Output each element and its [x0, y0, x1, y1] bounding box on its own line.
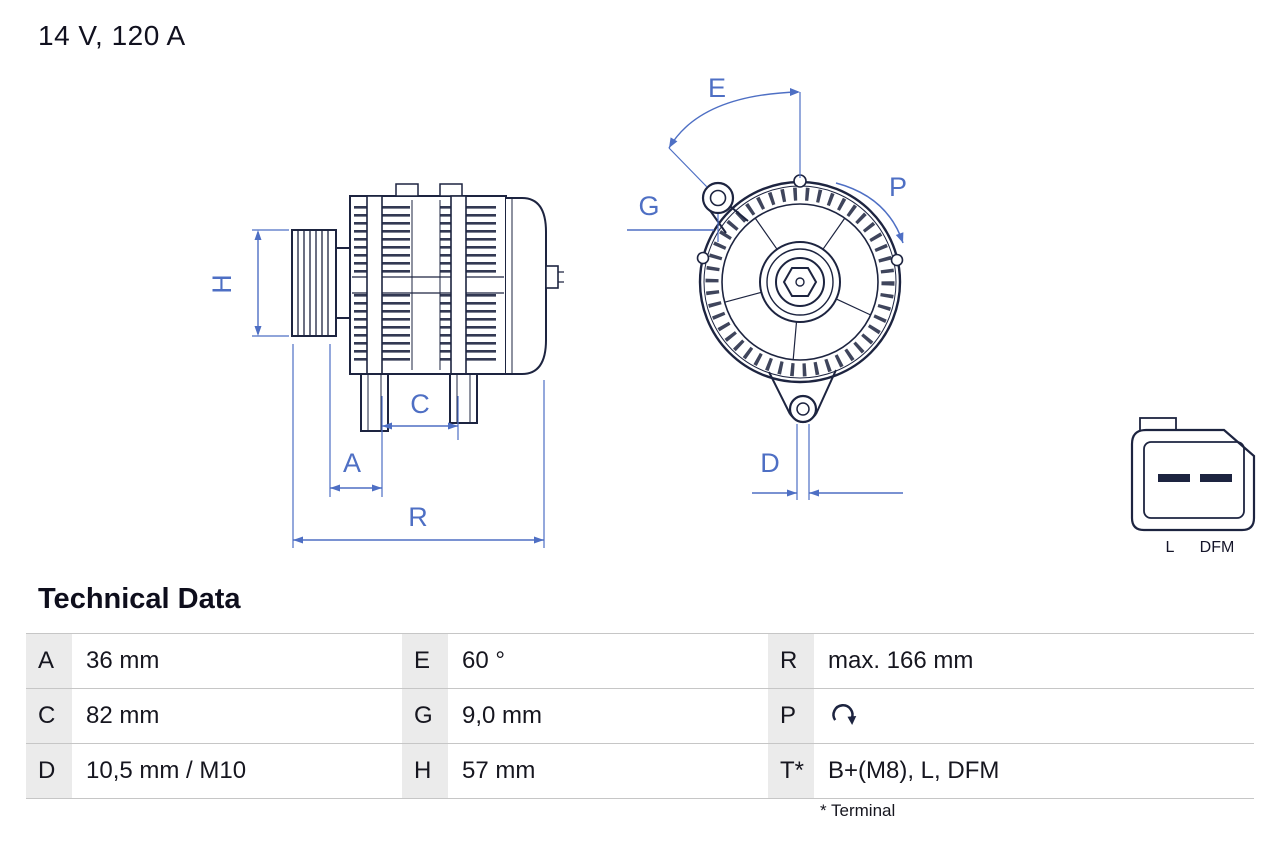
connector-inner — [1143, 441, 1245, 519]
top-mounting-hole — [709, 189, 727, 207]
lifting-tab — [439, 183, 463, 197]
arrowhead — [809, 489, 819, 497]
lifting-tab — [395, 183, 419, 197]
ext-lines-a — [329, 344, 383, 497]
param-value-a: 36 mm — [86, 647, 160, 674]
dim-label-c: C — [410, 389, 430, 419]
pulley — [291, 229, 337, 337]
dim-label-a: A — [343, 448, 361, 478]
dim-arc-e — [668, 91, 799, 149]
side-view-dimensions: H A C R — [207, 229, 545, 548]
connector-pin-label-dfm: DFM — [1200, 539, 1235, 556]
arrowhead — [372, 484, 382, 492]
alternator-side-view — [291, 183, 564, 432]
arrowhead — [382, 422, 392, 430]
param-value-h: 57 mm — [462, 757, 536, 784]
connector-pin-label-l: L — [1166, 539, 1175, 556]
rotation-direction-icon — [832, 704, 857, 725]
foot-lines — [367, 374, 382, 431]
technical-drawing: H A C R — [207, 73, 1256, 556]
front-view-dimensions: E G P D — [627, 73, 907, 500]
param-label-p: P — [768, 689, 814, 743]
arrowhead — [534, 536, 544, 544]
terminal-footnote: * Terminal — [820, 801, 896, 820]
rim-boss — [696, 251, 710, 265]
technical-data-table: A 36 mm E 60 ° R max. 166 mm C 82 mm G 9… — [26, 633, 1254, 799]
connector-pin-dfm — [1200, 474, 1232, 482]
dim-label-d: D — [760, 448, 780, 478]
bottom-mounting-lug — [788, 394, 818, 424]
through-bolt — [450, 195, 467, 375]
lug-web — [768, 371, 791, 415]
lug-web — [815, 369, 837, 415]
param-label-c: C — [26, 689, 72, 743]
bottom-mounting-hole — [796, 402, 810, 416]
ext-lines-r — [292, 344, 545, 548]
param-label-e: E — [402, 634, 448, 688]
param-value-d: 10,5 mm / M10 — [86, 757, 247, 784]
arrowhead — [330, 484, 340, 492]
connector-outline — [1130, 428, 1256, 532]
fan-spokes — [724, 217, 871, 360]
hub-ring — [775, 257, 825, 307]
shaft-nut — [782, 267, 818, 297]
table-row: A 36 mm E 60 ° R max. 166 mm — [26, 633, 1254, 688]
pulley-grooves — [297, 231, 329, 335]
table-row: C 82 mm G 9,0 mm P — [26, 688, 1254, 743]
dim-label-e: E — [708, 73, 726, 103]
param-value-t: B+(M8), L, DFM — [828, 757, 1000, 784]
arrowhead — [895, 232, 904, 243]
through-bolt — [366, 195, 383, 375]
mounting-foot — [360, 373, 389, 432]
param-value-g: 9,0 mm — [462, 702, 543, 729]
arrowhead — [254, 230, 262, 240]
ext-lines-h — [252, 229, 289, 337]
mounting-foot — [449, 373, 478, 424]
b-plus-terminal — [545, 265, 559, 289]
vent-slots — [705, 187, 895, 377]
param-label-h: H — [402, 744, 448, 798]
arrowhead — [254, 326, 262, 336]
param-label-r: R — [768, 634, 814, 688]
param-label-a: A — [26, 634, 72, 688]
technical-data-heading: Technical Data — [38, 583, 241, 615]
dim-label-g: G — [638, 191, 659, 221]
arrowhead — [790, 88, 800, 96]
param-label-t: T* — [768, 744, 814, 798]
arrowhead — [448, 422, 458, 430]
arrowhead — [293, 536, 303, 544]
terminal-pins — [558, 271, 564, 283]
param-value-p — [814, 689, 1254, 743]
dim-label-p: P — [889, 172, 907, 202]
shaft-center — [795, 277, 805, 287]
ext-line-e — [668, 147, 708, 188]
hub-ring — [766, 248, 834, 316]
param-label-d: D — [26, 744, 72, 798]
lug-web — [730, 206, 749, 222]
table-row: D 10,5 mm / M10 H 57 mm T* B+(M8), L, DF… — [26, 743, 1254, 798]
dim-label-h: H — [207, 274, 237, 294]
ext-lines-d — [796, 424, 810, 500]
top-mounting-lug — [701, 181, 735, 215]
rim-boss — [890, 253, 904, 267]
electrical-spec-title: 14 V, 120 A — [38, 20, 186, 51]
param-value-e: 60 ° — [462, 647, 505, 674]
shaft-collar — [335, 247, 351, 319]
alternator-front-view — [696, 174, 904, 424]
param-value-c: 82 mm — [86, 702, 160, 729]
hub-ring — [759, 241, 841, 323]
connector-pinout: L DFM — [1130, 417, 1256, 556]
arrowhead — [787, 489, 797, 497]
param-label-g: G — [402, 689, 448, 743]
connector-pin-l — [1158, 474, 1190, 482]
arrowhead — [669, 137, 678, 148]
param-value-r: max. 166 mm — [828, 647, 974, 674]
dim-label-r: R — [408, 502, 428, 532]
front-ring-inner — [721, 203, 879, 361]
foot-lines — [456, 374, 471, 423]
